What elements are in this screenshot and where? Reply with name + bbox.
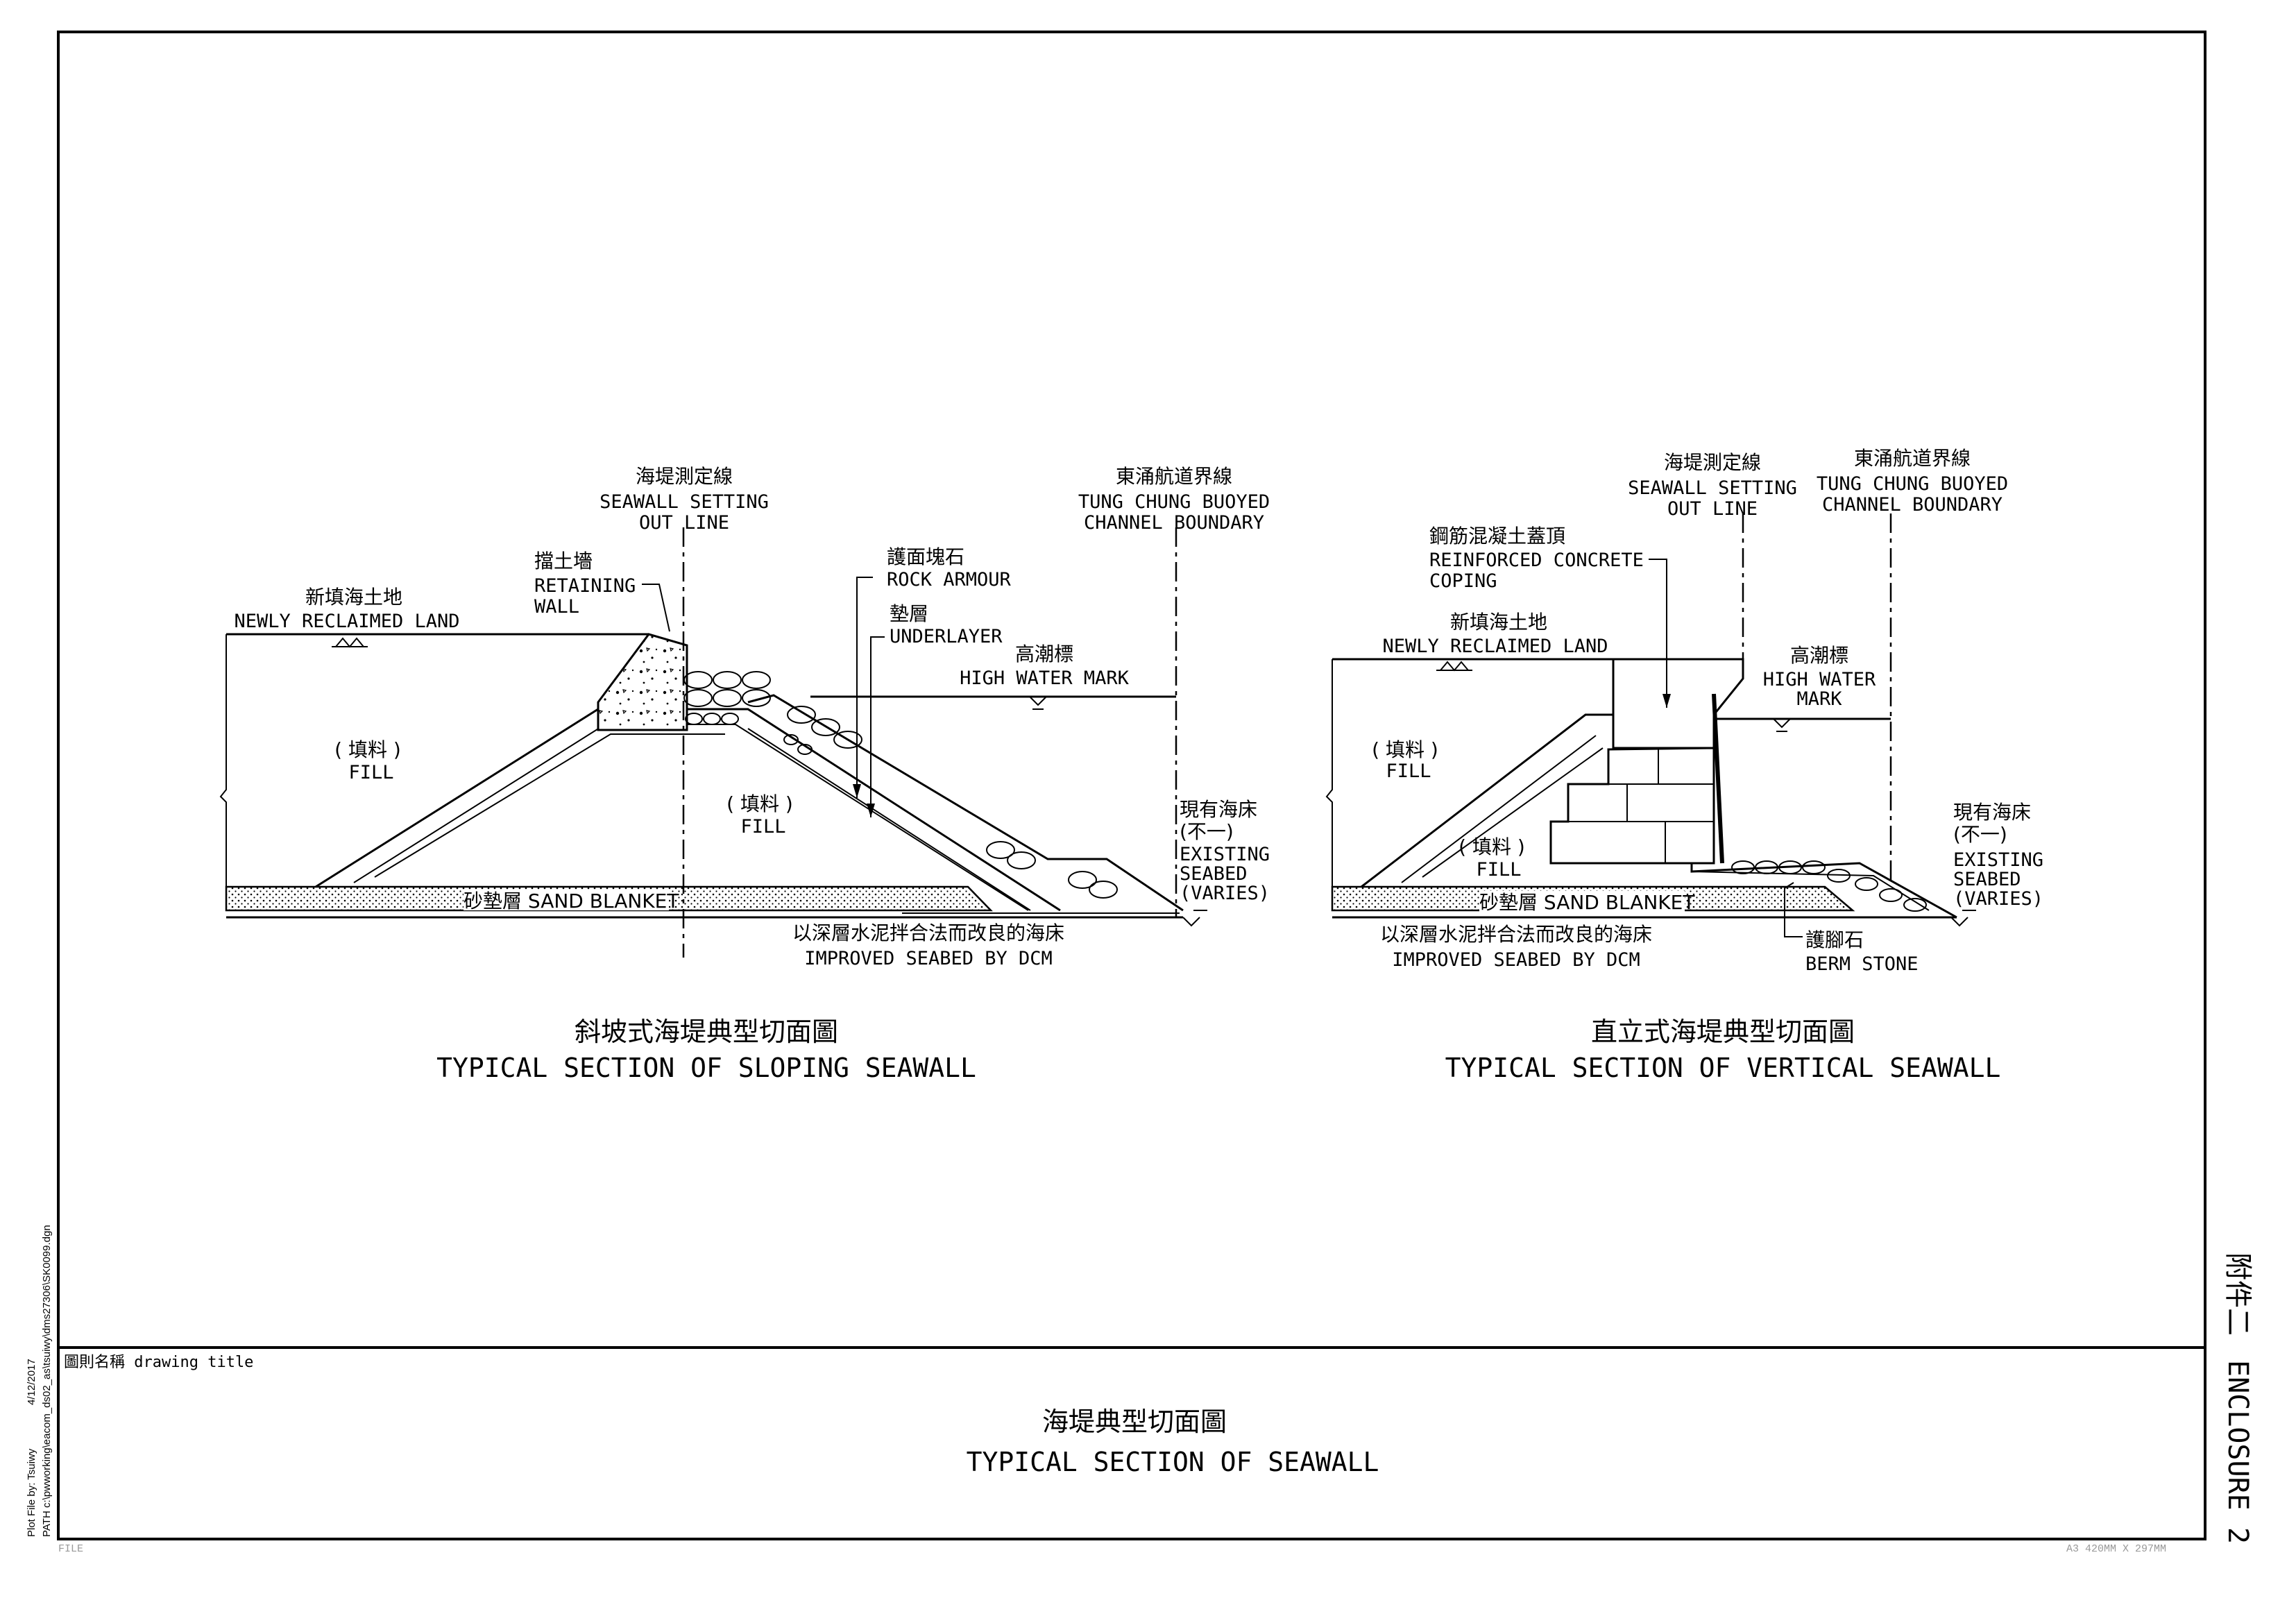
vertical-reclaimed-en: NEWLY RECLAIMED LAND: [1382, 636, 1608, 657]
vertical-sand-blanket: 砂墊層 SAND BLANKET: [1479, 891, 1695, 914]
retaining-wall: [597, 633, 688, 731]
vertical-channel-cn: 東涌航道界線: [1854, 447, 1971, 470]
sloping-dcm-en: IMPROVED SEABED BY DCM: [804, 948, 1053, 969]
sloping-seabed-en3: (VARIES): [1180, 883, 1270, 904]
vertical-fill-left-cn: ( 填料 ): [1372, 738, 1438, 761]
seabed-mark-symbol: [1950, 910, 1976, 927]
sloping-channel-en1: TUNG CHUNG BUOYED: [1078, 491, 1270, 513]
sloping-sand-blanket: 砂墊層 SAND BLANKET: [464, 890, 679, 912]
coping-cn: 鋼筋混凝土蓋頂: [1429, 525, 1565, 547]
vertical-fill-left-en: FILL: [1386, 760, 1431, 782]
vertical-fill-core-cn: ( 填料 ): [1459, 835, 1525, 858]
vertical-hwm-cn: 高潮標: [1790, 644, 1848, 667]
drawing-title-en: TYPICAL SECTION OF SEAWALL: [967, 1447, 1379, 1477]
berm-stone-cn: 護腳石: [1805, 928, 1864, 951]
berm-stone-en: BERM STONE: [1805, 953, 1919, 975]
coping-en2: COPING: [1429, 570, 1497, 592]
sloping-seawall-section: 海堤測定線 SEAWALL SETTING OUT LINE 東涌航道界線 TU…: [219, 465, 1270, 1083]
sloping-setting-line-cn: 海堤測定線: [636, 465, 733, 488]
water-mark-symbol: [1029, 696, 1047, 710]
enclosure-cn: 附件二: [2222, 1252, 2254, 1336]
vertical-title-cn: 直立式海堤典型切面圖: [1591, 1017, 1855, 1047]
sloping-channel-en2: CHANNEL BOUNDARY: [1084, 512, 1264, 534]
drawing-title-caption: 圖則名稱 drawing title: [64, 1354, 253, 1371]
vertical-seabed-cn2: (不一): [1953, 823, 2007, 846]
sloping-channel-cn: 東涌航道界線: [1116, 465, 1232, 488]
drawing-title-cn: 海堤典型切面圖: [1042, 1407, 1227, 1437]
berm-stones: [1731, 860, 1927, 912]
vertical-title-en: TYPICAL SECTION OF VERTICAL SEAWALL: [1445, 1053, 2001, 1083]
vertical-hwm-en1: HIGH WATER: [1763, 669, 1876, 690]
concrete-coping: [1612, 658, 1744, 749]
vertical-channel-en2: CHANNEL BOUNDARY: [1822, 494, 2002, 516]
sheet-size-label: A3 420MM X 297MM: [2066, 1543, 2166, 1555]
vertical-seabed-en2: SEABED: [1953, 869, 2021, 890]
vertical-setting-line-en2: OUT LINE: [1667, 498, 1758, 520]
vertical-seabed-en3: (VARIES): [1953, 888, 2043, 910]
sloping-seabed-cn1: 現有海床: [1180, 798, 1257, 821]
vertical-seabed-en1: EXISTING: [1953, 849, 2043, 871]
sloping-seabed-cn2: (不一): [1180, 820, 1234, 843]
sloping-seabed-en1: EXISTING: [1180, 844, 1270, 865]
armour-rocks-cap: [683, 671, 1118, 899]
vertical-hwm-en2: MARK: [1796, 688, 1842, 710]
sloping-dcm-cn: 以深層水泥拌合法而改良的海床: [792, 921, 1064, 944]
vertical-setting-line-cn: 海堤測定線: [1664, 451, 1761, 474]
seabed-mark-symbol: [1182, 910, 1207, 927]
sheet-border: [57, 31, 2206, 1540]
sloping-setting-line-en1: SEAWALL SETTING: [599, 491, 769, 513]
sloping-title-cn: 斜坡式海堤典型切面圖: [575, 1017, 838, 1047]
enclosure-en: ENCLOSURE 2: [2222, 1360, 2254, 1544]
plot-date-text: 4/12/2017: [26, 1359, 37, 1405]
sloping-title-en: TYPICAL SECTION OF SLOPING SEAWALL: [436, 1053, 976, 1083]
title-block: 圖則名稱 drawing title 海堤典型切面圖 TYPICAL SECTI…: [64, 1354, 1379, 1477]
vertical-dcm-cn: 以深層水泥拌合法而改良的海床: [1380, 923, 1652, 946]
block-wall: [1549, 693, 1724, 865]
sloping-setting-line-en2: OUT LINE: [639, 512, 729, 534]
ground-symbol: [1436, 661, 1472, 672]
rock-armour-cn: 護面塊石: [887, 545, 964, 568]
plot-by-text: Plot File by: Tsuiwy: [26, 1448, 37, 1537]
sloping-fill-core-cn: ( 填料 ): [726, 792, 793, 815]
vertical-seawall-section: 海堤測定線 SEAWALL SETTING OUT LINE 東涌航道界線 TU…: [1325, 447, 2043, 1083]
sloping-fill-left-en: FILL: [348, 762, 393, 783]
vertical-dcm-en: IMPROVED SEABED BY DCM: [1392, 949, 1640, 971]
retaining-wall-cn: 擋土墻: [534, 550, 593, 572]
coping-en1: REINFORCED CONCRETE: [1429, 550, 1644, 571]
rock-armour-en: ROCK ARMOUR: [887, 569, 1012, 590]
ground-symbol: [332, 637, 368, 648]
margin-plot-info: Plot File by: Tsuiwy 4/12/2017 PATH c:\p…: [26, 1225, 53, 1537]
vertical-reclaimed-cn: 新填海土地: [1450, 611, 1547, 634]
vertical-setting-line-en1: SEAWALL SETTING: [1628, 477, 1797, 499]
underlayer-en: UNDERLAYER: [890, 626, 1003, 647]
file-path-text: PATH c:\pwworking\eacom_ds02_as\tsuiwy\d…: [41, 1225, 53, 1537]
sloping-hwm-cn: 高潮標: [1015, 643, 1073, 665]
water-mark-symbol: [1773, 718, 1791, 732]
retaining-wall-en2: WALL: [534, 596, 579, 618]
sloping-reclaimed-en: NEWLY RECLAIMED LAND: [234, 611, 459, 632]
underlayer-cn: 墊層: [890, 602, 928, 625]
retaining-wall-en1: RETAINING: [534, 575, 636, 597]
sloping-hwm-en: HIGH WATER MARK: [960, 668, 1130, 689]
sloping-fill-core-en: FILL: [740, 816, 785, 838]
vertical-fill-core-en: FILL: [1476, 859, 1521, 881]
vertical-channel-en1: TUNG CHUNG BUOYED: [1817, 473, 2008, 495]
file-label: FILE: [58, 1543, 83, 1555]
vertical-seabed-cn1: 現有海床: [1953, 801, 2031, 824]
sloping-seabed-en2: SEABED: [1180, 863, 1248, 885]
sloping-reclaimed-cn: 新填海土地: [305, 586, 402, 609]
sloping-fill-left-cn: ( 填料 ): [334, 738, 401, 761]
